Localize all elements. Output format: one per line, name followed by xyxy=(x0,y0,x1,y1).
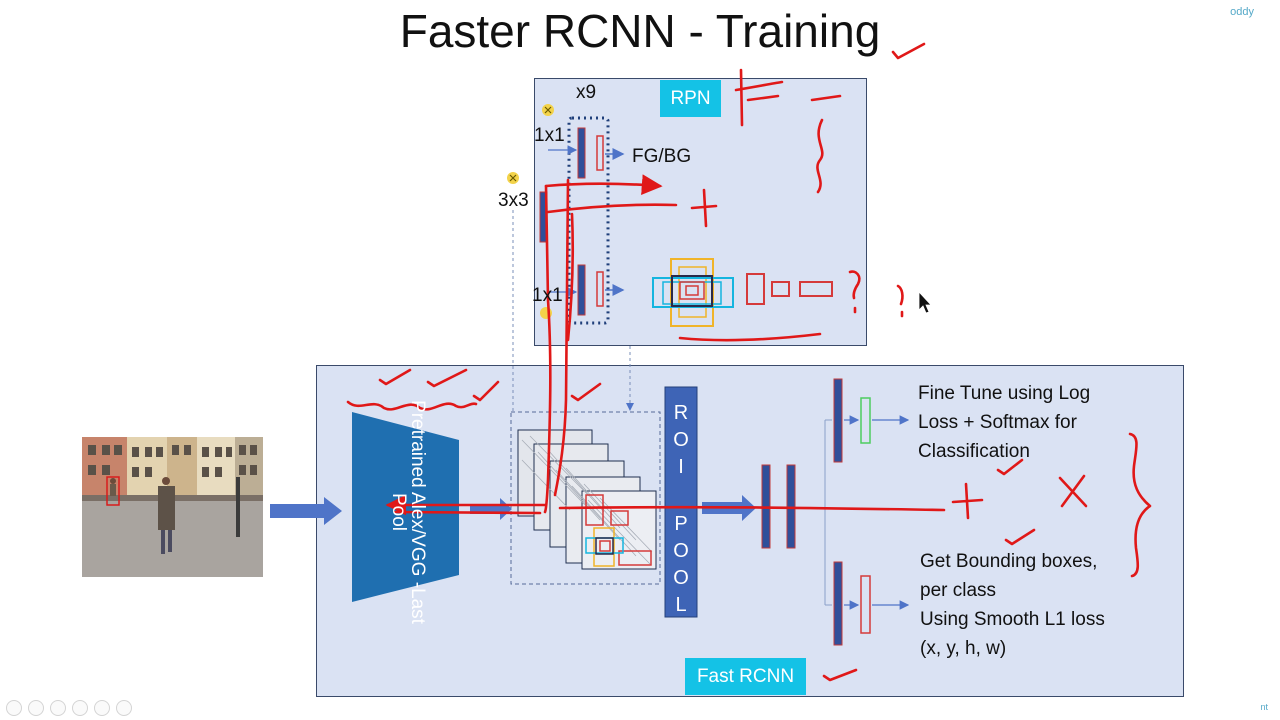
input-street-photo xyxy=(82,437,263,577)
roi-letter: I xyxy=(678,456,684,478)
classification-line: Classification xyxy=(918,441,1030,462)
bbox-line: (x, y, h, w) xyxy=(920,638,1007,659)
conv1x1-bottom-bar xyxy=(577,264,586,316)
roi-letter: R xyxy=(673,402,689,424)
conv1x1-bottom-out xyxy=(596,271,604,307)
anchor-group-dotted-box xyxy=(567,116,610,325)
rpn-panel xyxy=(534,78,867,346)
anchor-boxes-illustration xyxy=(652,258,734,327)
page-title: Faster RCNN - Training xyxy=(399,5,881,57)
conv1x1-top-out xyxy=(596,135,604,171)
proposal-boxes xyxy=(746,273,833,305)
next-icon[interactable] xyxy=(28,700,44,716)
classification-description: Fine Tune using Log Loss + Softmax for C… xyxy=(918,379,1090,466)
roi-pool-label: R O I P O O L xyxy=(664,402,698,617)
fg-bg-label: FG/BG xyxy=(632,146,692,167)
roi-letter: O xyxy=(673,429,689,451)
feature-map-stack xyxy=(517,429,657,570)
backbone-label-text: Pretrained Alex/VGG -Last Pool xyxy=(388,400,428,624)
copy-icon[interactable] xyxy=(72,700,88,716)
brand-watermark-bottom: nt xyxy=(1260,702,1268,712)
rpn-1x1-top-label: 1x1 xyxy=(534,125,565,146)
rpn-3x3-label: 3x3 xyxy=(498,190,529,211)
mouse-cursor-icon xyxy=(918,290,932,314)
rpn-label: RPN xyxy=(660,80,721,117)
rpn-x9-label: x9 xyxy=(576,82,597,103)
input-arrow xyxy=(270,497,342,525)
roi-on-feature-map xyxy=(585,494,652,567)
rpn-1x1-bottom-label: 1x1 xyxy=(532,285,563,306)
bbox-line: Using Smooth L1 loss xyxy=(920,609,1105,630)
feature-map-frame xyxy=(510,411,661,585)
branch-lines xyxy=(824,419,832,606)
backbone-label: Pretrained Alex/VGG -Last Pool xyxy=(387,397,428,627)
roi-letter: P xyxy=(674,513,688,535)
roi-letter: L xyxy=(675,594,687,616)
bbox-fc-bar xyxy=(833,561,843,646)
conv1x1-top-bar xyxy=(577,127,586,179)
cls-fc-bar xyxy=(833,378,843,463)
fast-rcnn-panel xyxy=(316,365,1184,697)
classification-line: Loss + Softmax for xyxy=(918,412,1077,433)
bbox-description: Get Bounding boxes, per class Using Smoo… xyxy=(920,547,1105,663)
cls-output-bar xyxy=(860,397,871,444)
bbox-line: Get Bounding boxes, xyxy=(920,551,1098,572)
brand-watermark: oddy xyxy=(1230,6,1254,18)
roi-letter: O xyxy=(673,540,689,562)
prev-icon[interactable] xyxy=(6,700,22,716)
roi-pool-bar xyxy=(664,386,698,618)
presentation-toolbar xyxy=(6,700,132,716)
classification-line: Fine Tune using Log xyxy=(918,383,1091,404)
bbox-line: per class xyxy=(920,580,997,601)
zoom-icon[interactable] xyxy=(94,700,110,716)
roi-letter: O xyxy=(673,567,689,589)
handwritten-annotations xyxy=(346,42,1152,682)
feature-arrow xyxy=(470,498,512,520)
more-icon[interactable] xyxy=(116,700,132,716)
fast-rcnn-label: Fast RCNN xyxy=(685,658,806,695)
pen-icon[interactable] xyxy=(50,700,66,716)
bbox-output-bar xyxy=(860,575,871,634)
